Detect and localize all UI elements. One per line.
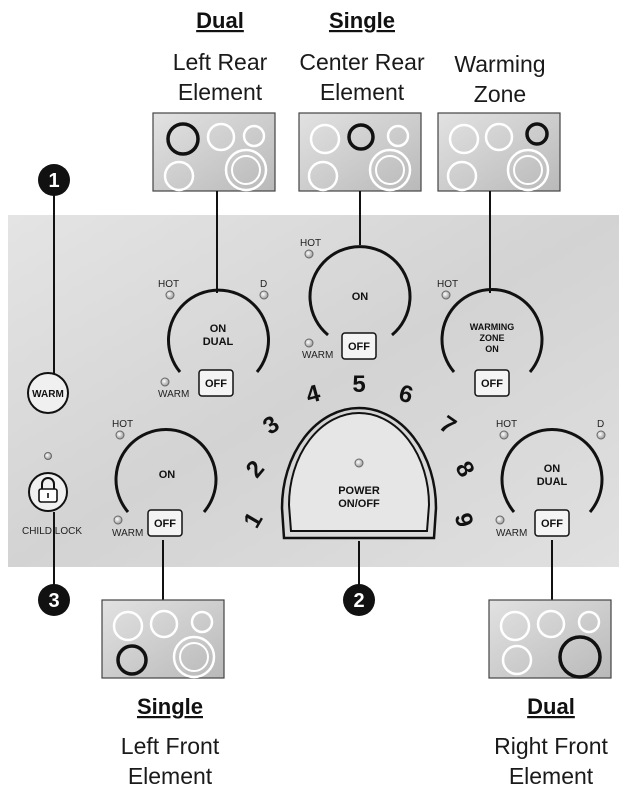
knob-left-front[interactable]: OFF ON [114,428,218,537]
right-front-warm-indicator [495,515,505,525]
left-rear-hot-label: HOT [158,279,179,290]
warm-button-label: WARM [32,389,64,400]
left-front-label-line2: Element [128,763,213,789]
left-front-knob-line1: ON [159,469,176,481]
cooktop-icon-left-rear [152,112,276,192]
callout-1-number: 1 [48,170,59,192]
power-label-line2: ON/OFF [338,498,380,510]
left-front-hot-label: HOT [112,419,133,430]
left-rear-hot-indicator [165,290,175,300]
right-front-label-line2: Element [509,763,594,789]
child-lock-label: CHILD LOCK [22,526,82,537]
cooktop-icon-center-rear [298,112,422,192]
callout-3-number: 3 [48,590,59,612]
child-lock-indicator [44,452,52,460]
left-front-warm-indicator [113,515,123,525]
right-front-off-button[interactable] [534,509,570,537]
right-front-warm-label: WARM [496,528,527,539]
left-rear-dual-label: D [260,279,267,290]
right-front-label-line1: Right Front [494,733,608,759]
left-rear-knob-line1: ON [210,323,227,335]
left-rear-type-label: Dual [196,8,244,33]
warming-zone-knob-line3: ON [485,344,499,354]
left-rear-warm-label: WARM [158,389,189,400]
left-front-label-line1: Left Front [121,733,220,759]
callout-2-number: 2 [353,590,364,612]
left-rear-warm-indicator [160,377,170,387]
center-rear-knob-line1: ON [352,291,369,303]
right-front-hot-label: HOT [496,419,517,430]
left-rear-off-button[interactable] [198,369,234,397]
center-rear-off-label: OFF [348,341,370,353]
center-rear-label-line1: Center Rear [299,49,425,75]
left-front-off-button[interactable] [147,509,183,537]
knob-left-rear[interactable]: OFF ON DUAL [167,288,270,397]
center-rear-warm-indicator [304,338,314,348]
center-rear-warm-label: WARM [302,350,333,361]
power-indicator [354,458,364,468]
cooktop-icon-right-front [488,599,612,679]
left-front-off-label: OFF [154,518,176,530]
warming-zone-hot-indicator [441,290,451,300]
left-rear-off-label: OFF [205,378,227,390]
warming-zone-off-label: OFF [481,378,503,390]
warming-zone-knob-line2: ZONE [479,333,504,343]
right-front-dual-indicator [596,430,606,440]
right-front-off-label: OFF [541,518,563,530]
center-rear-off-button[interactable] [341,332,377,360]
callout-2: 2 [343,584,375,616]
right-front-knob-line1: ON [544,463,561,475]
warm-button[interactable]: WARM [27,372,69,414]
power-label-line1: POWER [338,485,380,497]
warming-zone-hot-label: HOT [437,279,458,290]
center-rear-hot-label: HOT [300,238,321,249]
warming-label-line1: Warming [454,51,545,77]
callout-1: 1 [38,164,70,196]
right-front-dual-label: D [597,419,604,430]
left-front-type-label: Single [137,694,203,719]
warming-zone-knob-line1: WARMING [470,322,515,332]
warming-zone-off-button[interactable] [474,369,510,397]
right-front-type-label: Dual [527,694,575,719]
right-front-knob-line2: DUAL [537,476,568,488]
warming-label-line2: Zone [474,81,526,107]
left-rear-label-line1: Left Rear [173,49,268,75]
left-rear-dual-indicator [259,290,269,300]
left-rear-label-line2: Element [178,79,263,105]
knob-right-front[interactable]: OFF ON DUAL [500,428,604,537]
center-rear-label-line2: Element [320,79,405,105]
center-rear-hot-indicator [304,249,314,259]
cooktop-icon-warming-zone [437,112,561,192]
center-rear-type-label: Single [329,8,395,33]
knob-warming-zone[interactable]: OFF WARMING ZONE ON [440,288,544,397]
power-level-5: 5 [352,371,365,398]
lock-icon [38,477,58,503]
power-selector[interactable]: POWER ON/OFF [280,406,438,540]
left-rear-knob-line2: DUAL [203,336,234,348]
right-front-hot-indicator [499,430,509,440]
left-front-warm-label: WARM [112,528,143,539]
cooktop-icon-left-front [101,599,225,679]
callout-3: 3 [38,584,70,616]
left-front-hot-indicator [115,430,125,440]
child-lock-button[interactable] [28,472,68,512]
knob-center-rear[interactable]: OFF ON [308,245,412,360]
